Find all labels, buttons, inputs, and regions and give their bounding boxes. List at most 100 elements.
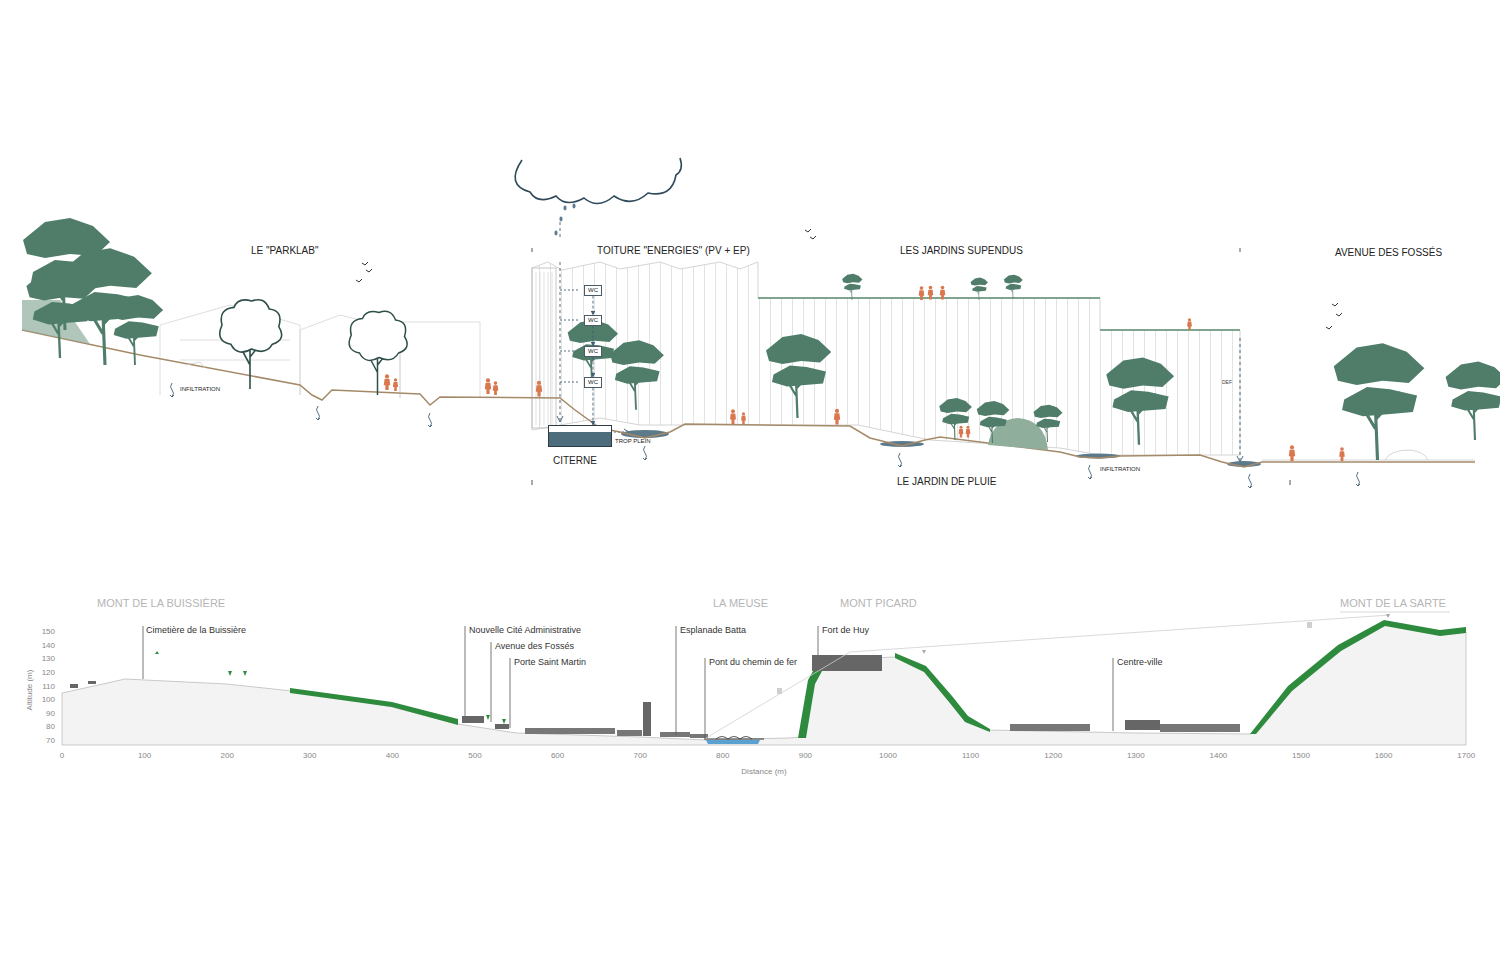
infiltration-arrows-part bbox=[170, 383, 174, 397]
trees-part bbox=[977, 401, 1010, 443]
place-name: MONT DE LA SARTE bbox=[1340, 597, 1446, 609]
birds-part bbox=[810, 236, 816, 239]
tick-label: 1300 bbox=[1127, 752, 1145, 761]
wc-box: WC bbox=[584, 285, 602, 296]
rainwater-pipe-part bbox=[560, 290, 580, 291]
tick-label: 150 bbox=[42, 628, 55, 637]
axis-title: Altitude (m) bbox=[26, 670, 35, 711]
terrain-profile-part bbox=[895, 653, 990, 732]
tick-label: 200 bbox=[221, 752, 234, 761]
leader-lines-part bbox=[676, 626, 677, 735]
tank-label: CITERNE bbox=[553, 455, 597, 466]
trees-part bbox=[971, 278, 988, 300]
people-part bbox=[1339, 447, 1345, 461]
people-part bbox=[1289, 445, 1295, 461]
tick-label: 700 bbox=[634, 752, 647, 761]
tick-label: 70 bbox=[46, 737, 55, 746]
trees-part bbox=[109, 295, 163, 365]
wc-box: WC bbox=[584, 377, 602, 388]
building-part bbox=[1290, 480, 1291, 485]
tick-label: 900 bbox=[799, 752, 812, 761]
people-part bbox=[966, 426, 971, 438]
terrain-profile-part bbox=[704, 739, 764, 740]
note: DEF bbox=[1222, 380, 1232, 386]
tick-label: 110 bbox=[42, 682, 55, 691]
birds bbox=[356, 229, 1342, 329]
leader-lines-part bbox=[705, 658, 706, 738]
people-part bbox=[959, 426, 964, 438]
leader-lines-part bbox=[818, 626, 819, 655]
building-part bbox=[532, 480, 533, 485]
building-part bbox=[532, 262, 1240, 455]
people-part bbox=[485, 378, 491, 394]
tick-label: 140 bbox=[42, 641, 55, 650]
terrain-profile-part bbox=[486, 715, 506, 724]
terrain-profile-part bbox=[706, 652, 850, 738]
trees-part bbox=[939, 398, 972, 440]
birds-part bbox=[805, 229, 811, 232]
ground-part bbox=[1262, 460, 1475, 461]
trees bbox=[23, 218, 1500, 460]
note: TROP PLEIN bbox=[615, 438, 651, 445]
trees-part bbox=[568, 320, 618, 385]
birds-part bbox=[362, 262, 368, 265]
cloud-part bbox=[572, 204, 575, 209]
terrain-profile-part bbox=[62, 625, 1466, 745]
trees-part bbox=[766, 334, 831, 418]
trees-part bbox=[842, 274, 862, 300]
cloud-part bbox=[563, 206, 566, 211]
parklab-buildings bbox=[160, 305, 480, 398]
leader-lines-part bbox=[143, 626, 144, 679]
terrain-profile-part bbox=[777, 688, 782, 694]
callout-label: Pont du chemin de fer bbox=[709, 658, 797, 668]
section-title: LE JARDIN DE PLUIE bbox=[897, 476, 996, 487]
terrain-profile-part bbox=[525, 728, 615, 734]
building bbox=[532, 248, 1290, 485]
terrain-profile-part bbox=[70, 681, 96, 688]
callout-label: Porte Saint Martin bbox=[514, 658, 586, 668]
place-name: LA MEUSE bbox=[713, 597, 768, 609]
terrain-profile-part bbox=[462, 716, 484, 723]
ground bbox=[22, 300, 1475, 467]
tick-label: 1500 bbox=[1292, 752, 1310, 761]
section-title: LES JARDINS SUPENDUS bbox=[900, 245, 1023, 256]
leader-lines-part bbox=[1113, 658, 1114, 731]
leader-lines bbox=[143, 626, 1113, 738]
trees-part bbox=[1446, 362, 1500, 440]
parklab-buildings-part bbox=[400, 322, 480, 398]
water-flow-arrow bbox=[593, 326, 594, 346]
wc-label: WC bbox=[588, 317, 598, 323]
people-part bbox=[384, 374, 390, 390]
building-part bbox=[536, 272, 552, 425]
building-part bbox=[532, 248, 533, 252]
people-part bbox=[393, 378, 398, 391]
people-part bbox=[1187, 318, 1192, 330]
tick-label: 0 bbox=[60, 752, 64, 761]
trees-part bbox=[349, 311, 407, 395]
terrain-profile-part bbox=[1340, 612, 1450, 613]
tick-label: 100 bbox=[42, 696, 55, 705]
building-part bbox=[758, 297, 1100, 299]
birds-part bbox=[1336, 313, 1342, 316]
infiltration-arrows bbox=[170, 383, 1360, 488]
wc-label: WC bbox=[588, 379, 598, 385]
callout-label: Centre-ville bbox=[1117, 658, 1163, 668]
callout-label: Avenue des Fossés bbox=[495, 642, 574, 652]
water-flow-arrow bbox=[593, 296, 594, 315]
tick-label: 400 bbox=[386, 752, 399, 761]
infiltration-arrows-part bbox=[316, 406, 320, 420]
terrain-profile-part bbox=[1160, 724, 1240, 732]
cloud bbox=[515, 158, 681, 235]
people-part bbox=[919, 286, 925, 300]
building-part bbox=[1240, 248, 1241, 252]
tick-label: 1100 bbox=[962, 752, 979, 761]
terrain-profile-part bbox=[706, 740, 760, 744]
tick-label: 1700 bbox=[1457, 752, 1475, 761]
wc-label: WC bbox=[588, 348, 598, 354]
tick-label: 80 bbox=[46, 723, 55, 732]
tick-label: 600 bbox=[551, 752, 564, 761]
rainwater-pipe-part bbox=[560, 382, 580, 383]
cloud-part bbox=[559, 217, 562, 222]
tick-label: 500 bbox=[468, 752, 481, 761]
